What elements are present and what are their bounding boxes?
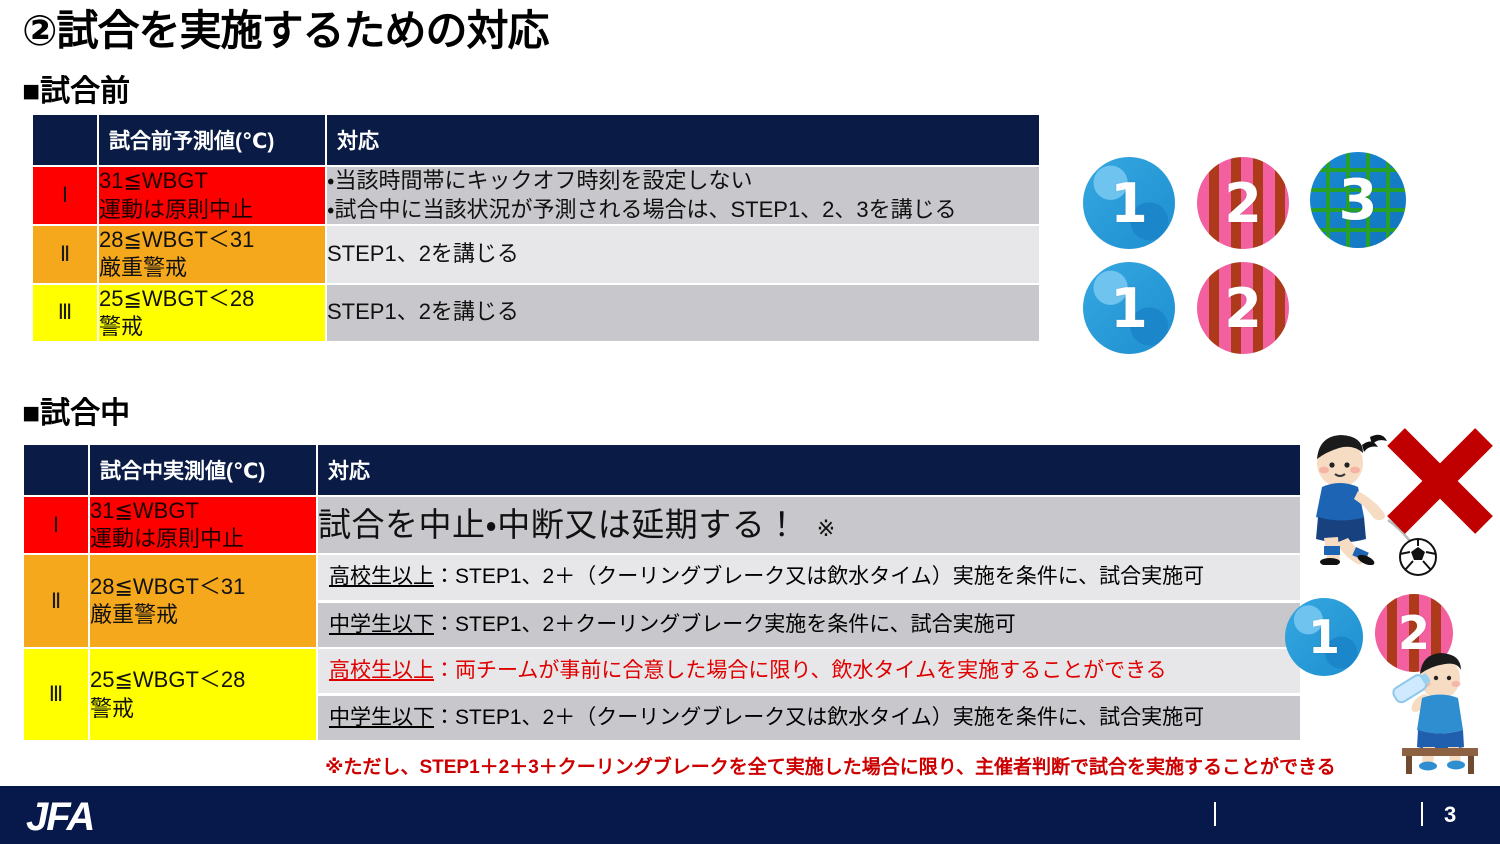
action-subrow-highschool: 高校生以上：STEP1、2＋（クーリングブレーク又は飲水タイム）実施を条件に、試… xyxy=(318,555,1300,600)
action-line-1: STEP1、2を講じる xyxy=(327,241,519,267)
range-line-1: 31≦WBGT xyxy=(99,168,208,194)
drinking-player-illustration xyxy=(1392,653,1478,774)
action-cell-1: 試合を中止・中断又は延期する！ ※ xyxy=(316,494,1302,556)
action-subrow-juniorhigh: 中学生以下：STEP1、2＋クーリングブレーク実施を条件に、試合実施可 xyxy=(318,599,1300,647)
audience-label: 高校生以上 xyxy=(329,565,434,589)
audience-action: ：STEP1、2＋クーリングブレーク実施を条件に、試合実施可 xyxy=(434,612,1016,636)
pre-match-table: 試合前予測値(℃) 対応 Ⅰ 31≦WBGT 運動は原則中止 ・当該時間帯にキッ… xyxy=(31,113,1041,343)
action-subrow-highschool: 高校生以上：両チームが事前に合意した場合に限り、飲水タイムを実施することができる xyxy=(318,648,1300,694)
level-badge-3: Ⅲ xyxy=(31,282,99,343)
range-cell-2: 28≦WBGT＜31 厳重警戒 xyxy=(97,224,327,285)
header-level-blank xyxy=(31,113,99,167)
range-line-1: 25≦WBGT＜28 xyxy=(99,285,255,311)
level-badge-1: Ⅰ xyxy=(22,494,90,556)
range-line-2: 運動は原則中止 xyxy=(99,196,254,222)
header-action: 対応 xyxy=(316,443,1302,497)
tired-player-illustration xyxy=(1316,434,1414,565)
table-row: Ⅲ 25≦WBGT＜28 警戒 STEP1、2を講じる xyxy=(31,282,1041,343)
step-badge-2-middle: 2 xyxy=(1197,262,1289,354)
table-row: Ⅰ 31≦WBGT 運動は原則中止 試合を中止・中断又は延期する！ ※ xyxy=(22,494,1302,556)
footer-bar: JFA 3 xyxy=(0,786,1500,844)
footnote-marker: ※ xyxy=(816,515,836,541)
action-line-1: STEP1、2を講じる xyxy=(327,299,519,325)
during-match-table: 試合中実測値(℃) 対応 Ⅰ 31≦WBGT 運動は原則中止 試合を中止・中断又… xyxy=(22,443,1302,743)
action-line-1: ・当該時間帯にキックオフ時刻を設定しない xyxy=(327,168,753,193)
action-cell-2: STEP1、2を講じる xyxy=(325,224,1041,285)
action-cell-2: 高校生以上：STEP1、2＋（クーリングブレーク又は飲水タイム）実施を条件に、試… xyxy=(316,553,1302,649)
range-line-2: 厳重警戒 xyxy=(90,602,179,628)
range-line-1: 31≦WBGT xyxy=(90,498,199,523)
audience-action: ：STEP1、2＋（クーリングブレーク又は飲水タイム）実施を条件に、試合実施可 xyxy=(434,706,1205,730)
range-line-1: 25≦WBGT＜28 xyxy=(90,667,246,693)
step-badge-1-lower: 1 xyxy=(1285,598,1363,676)
header-level-blank xyxy=(22,443,90,497)
range-line-2: 警戒 xyxy=(90,695,135,721)
range-cell-1: 31≦WBGT 運動は原則中止 xyxy=(97,164,327,227)
table-header-row: 試合中実測値(℃) 対応 xyxy=(22,443,1302,497)
level-badge-1: Ⅰ xyxy=(31,164,99,227)
step-badge-2-lower: 2 xyxy=(1375,594,1453,672)
action-main-text: 試合を中止・中断又は延期する！ xyxy=(318,505,799,543)
table-row: Ⅱ 28≦WBGT＜31 厳重警戒 高校生以上：STEP1、2＋（クーリングブレ… xyxy=(22,553,1302,649)
level-badge-2: Ⅱ xyxy=(22,553,90,649)
header-action: 対応 xyxy=(325,113,1041,167)
range-line-2: 運動は原則中止 xyxy=(90,526,245,552)
audience-label: 高校生以上 xyxy=(329,658,434,682)
header-pre-match-forecast: 試合前予測値(℃) xyxy=(97,113,327,167)
step-badge-2-top: 2 xyxy=(1197,157,1289,249)
table-row: Ⅲ 25≦WBGT＜28 警戒 高校生以上：両チームが事前に合意した場合に限り、… xyxy=(22,646,1302,743)
action-cell-1: ・当該時間帯にキックオフ時刻を設定しない ・試合中に当該状況が予測される場合は、… xyxy=(325,164,1041,227)
audience-action: ：両チームが事前に合意した場合に限り、飲水タイムを実施することができる xyxy=(434,658,1167,682)
soccer-ball-icon xyxy=(1399,538,1437,576)
step-badge-1-middle: 1 xyxy=(1083,262,1175,354)
range-cell-2: 28≦WBGT＜31 厳重警戒 xyxy=(88,553,318,649)
range-line-2: 厳重警戒 xyxy=(99,255,188,281)
range-cell-1: 31≦WBGT 運動は原則中止 xyxy=(88,494,318,556)
action-cell-3: 高校生以上：両チームが事前に合意した場合に限り、飲水タイムを実施することができる… xyxy=(316,646,1302,743)
range-line-1: 28≦WBGT＜31 xyxy=(90,573,246,599)
range-line-1: 28≦WBGT＜31 xyxy=(99,227,255,253)
footer-separator-2 xyxy=(1421,802,1423,826)
action-cell-3: STEP1、2を講じる xyxy=(325,282,1041,343)
audience-label: 中学生以下 xyxy=(329,612,434,636)
section-heading-pre-match: ■試合前 xyxy=(22,75,131,108)
table-footnote: ※ただし、STEP1＋2＋3＋クーリングブレークを全て実施した場合に限り、主催者… xyxy=(325,757,1336,778)
range-line-2: 警戒 xyxy=(99,313,144,339)
range-cell-3: 25≦WBGT＜28 警戒 xyxy=(97,282,327,343)
action-line-2: ・試合中に当該状況が予測される場合は、STEP1、2、3を講じる xyxy=(327,196,957,222)
action-subrow-juniorhigh: 中学生以下：STEP1、2＋（クーリングブレーク又は飲水タイム）実施を条件に、試… xyxy=(318,693,1300,741)
table-header-row: 試合前予測値(℃) 対応 xyxy=(31,113,1041,167)
page-title: ②試合を実施するための対応 xyxy=(22,7,550,54)
section-heading-during-match: ■試合中 xyxy=(22,397,131,430)
step-badge-3-top: 3 xyxy=(1310,152,1406,248)
audience-action: ：STEP1、2＋（クーリングブレーク又は飲水タイム）実施を条件に、試合実施可 xyxy=(434,565,1205,589)
table-row: Ⅱ 28≦WBGT＜31 厳重警戒 STEP1、2を講じる xyxy=(31,224,1041,285)
step-badge-1-top: 1 xyxy=(1083,157,1175,249)
range-cell-3: 25≦WBGT＜28 警戒 xyxy=(88,646,318,743)
table-row: Ⅰ 31≦WBGT 運動は原則中止 ・当該時間帯にキックオフ時刻を設定しない ・… xyxy=(31,164,1041,227)
red-x-mark-icon xyxy=(1387,428,1493,534)
page-number: 3 xyxy=(1444,802,1457,827)
footer-separator-1 xyxy=(1214,802,1216,826)
audience-label: 中学生以下 xyxy=(329,706,434,730)
header-during-match-measured: 試合中実測値(℃) xyxy=(88,443,318,497)
jfa-logo: JFA xyxy=(26,795,95,839)
level-badge-3: Ⅲ xyxy=(22,646,90,743)
level-badge-2: Ⅱ xyxy=(31,224,99,285)
